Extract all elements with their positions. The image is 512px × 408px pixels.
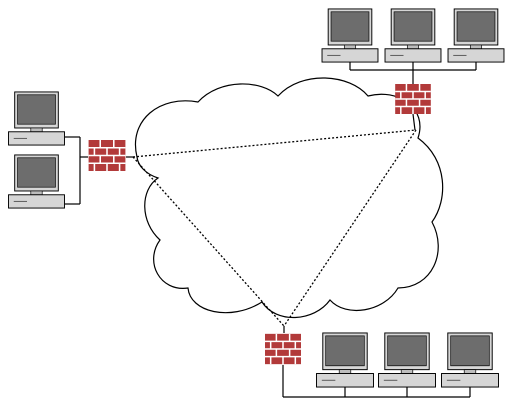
desktop-computer-icon	[384, 8, 442, 63]
brick-firewall-icon	[395, 84, 431, 114]
brick-firewall-icon	[265, 333, 301, 365]
tunnel-west-south	[132, 156, 285, 327]
desktop-computer-icon	[447, 8, 505, 63]
desktop-computer-icon	[441, 332, 499, 388]
tunnel-northeast-south	[283, 129, 417, 327]
site-west	[8, 91, 134, 209]
desktop-computer-icon	[8, 154, 65, 209]
site-south-wiring	[282, 326, 471, 398]
tunnel-west-northeast	[132, 129, 417, 158]
brick-firewall-icon	[88, 140, 126, 171]
site-west-wiring	[65, 136, 134, 205]
site-northeast	[321, 8, 505, 131]
desktop-computer-icon	[321, 8, 379, 63]
site-south	[265, 326, 499, 398]
desktop-computer-icon	[378, 332, 436, 388]
desktop-computer-icon	[8, 91, 65, 146]
desktop-computer-icon	[316, 332, 374, 388]
site-northeast-wiring	[349, 62, 477, 131]
network-cloud	[134, 77, 444, 319]
vpn-tunnels	[132, 129, 417, 327]
